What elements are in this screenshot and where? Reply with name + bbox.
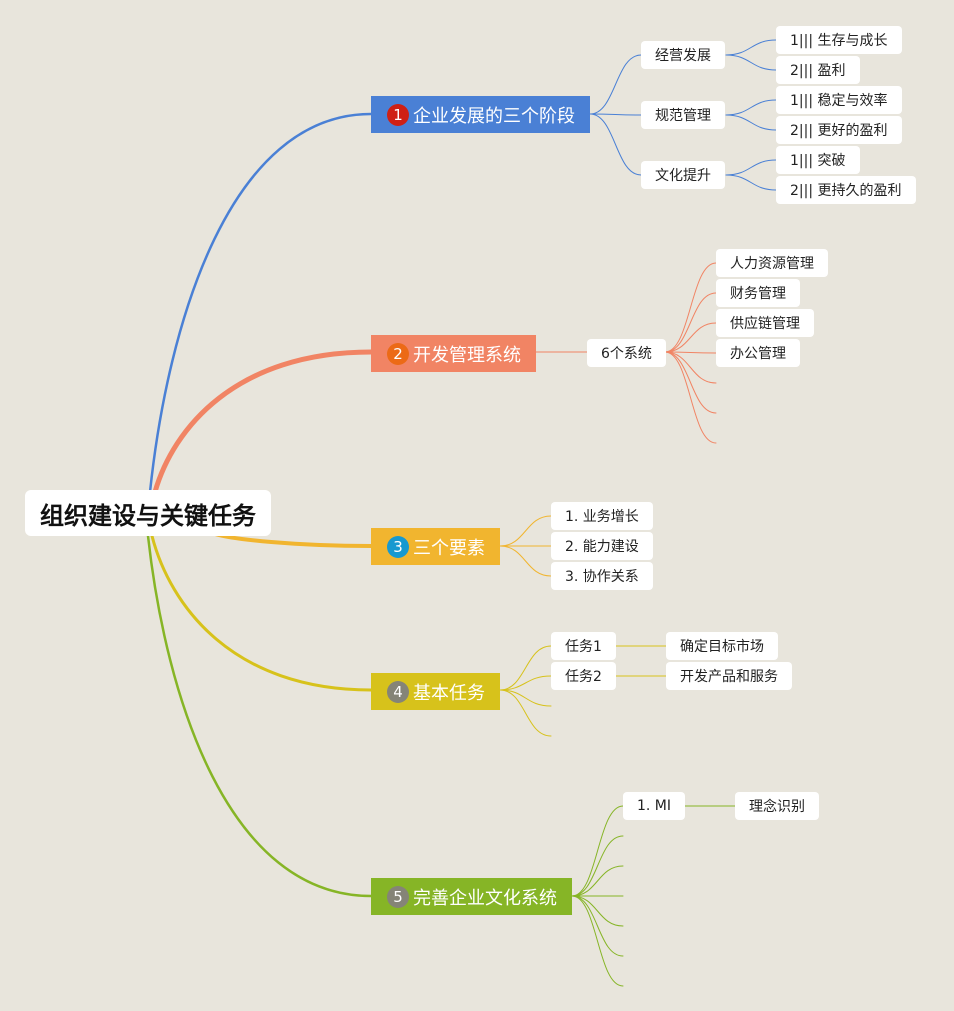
connector-line xyxy=(664,292,717,353)
node-mi[interactable]: 1. MI xyxy=(623,792,686,820)
number-badge-icon: 4 xyxy=(387,680,409,703)
connector-line xyxy=(499,689,552,707)
node-capability-building[interactable]: 2. 能力建设 xyxy=(551,532,653,560)
connector-line xyxy=(664,262,717,353)
root-connector-line xyxy=(148,112,373,494)
branch-corporate-culture[interactable]: 5 完善企业文化系统 xyxy=(371,878,572,915)
branch-basic-tasks[interactable]: 4 基本任务 xyxy=(371,673,500,710)
connector-line xyxy=(725,39,777,56)
node-office-management[interactable]: 办公管理 xyxy=(716,339,800,367)
connector-line xyxy=(725,174,777,191)
number-badge-icon: 3 xyxy=(387,535,409,558)
node-culture-upgrade[interactable]: 文化提升 xyxy=(641,161,725,189)
node-mind-identity[interactable]: 理念识别 xyxy=(735,792,819,820)
root-topic[interactable]: 组织建设与关键任务 xyxy=(25,490,271,536)
node-survival-growth[interactable]: 1||| 生存与成长 xyxy=(776,26,902,54)
connector-line xyxy=(664,322,717,353)
node-breakthrough[interactable]: 1||| 突破 xyxy=(776,146,860,174)
connector-line xyxy=(571,895,624,927)
node-hr-management[interactable]: 人力资源管理 xyxy=(716,249,828,277)
node-business-growth[interactable]: 1. 业务增长 xyxy=(551,502,653,530)
root-connector-line xyxy=(150,534,373,692)
connector-line xyxy=(725,54,777,71)
node-standard-management[interactable]: 规范管理 xyxy=(641,101,725,129)
node-task-2[interactable]: 任务2 xyxy=(551,662,616,690)
connector-line xyxy=(571,865,624,897)
connector-line xyxy=(664,351,717,444)
branch-management-system[interactable]: 2 开发管理系统 xyxy=(371,335,536,372)
connector-line xyxy=(725,159,777,176)
root-connector-line xyxy=(152,349,374,495)
connector-line xyxy=(664,351,717,354)
node-better-profit[interactable]: 2||| 更好的盈利 xyxy=(776,116,902,144)
connector-line xyxy=(589,54,642,115)
branch-label: 开发管理系统 xyxy=(413,344,521,366)
connector-line xyxy=(725,99,777,116)
branch-label: 基本任务 xyxy=(413,682,485,704)
connector-line xyxy=(589,113,642,116)
root-connector-line xyxy=(146,534,373,898)
connector-line xyxy=(725,114,777,131)
connector-line xyxy=(571,835,624,897)
number-badge-icon: 1 xyxy=(387,103,409,126)
connector-line xyxy=(499,645,552,691)
node-lasting-profit[interactable]: 2||| 更持久的盈利 xyxy=(776,176,916,204)
number-badge-icon: 2 xyxy=(387,342,409,365)
node-target-market[interactable]: 确定目标市场 xyxy=(666,632,778,660)
node-collaboration[interactable]: 3. 协作关系 xyxy=(551,562,653,590)
node-six-systems[interactable]: 6个系统 xyxy=(587,339,666,367)
connector-line xyxy=(589,113,642,176)
node-task-1[interactable]: 任务1 xyxy=(551,632,616,660)
node-profit[interactable]: 2||| 盈利 xyxy=(776,56,860,84)
branch-enterprise-stages[interactable]: 1 企业发展的三个阶段 xyxy=(371,96,590,133)
connector-line xyxy=(571,805,624,897)
connector-line xyxy=(499,515,552,547)
connector-line xyxy=(571,895,624,957)
node-business-development[interactable]: 经营发展 xyxy=(641,41,725,69)
connector-line xyxy=(499,689,552,737)
branch-label: 三个要素 xyxy=(413,537,485,559)
connector-line xyxy=(664,351,717,414)
node-products-services[interactable]: 开发产品和服务 xyxy=(666,662,792,690)
connector-line xyxy=(571,895,624,987)
node-supply-chain-management[interactable]: 供应链管理 xyxy=(716,309,814,337)
connector-line xyxy=(499,675,552,691)
connector-line xyxy=(499,545,552,577)
number-badge-icon: 5 xyxy=(387,885,409,908)
branch-three-elements[interactable]: 3 三个要素 xyxy=(371,528,500,565)
node-stability-efficiency[interactable]: 1||| 稳定与效率 xyxy=(776,86,902,114)
branch-label: 企业发展的三个阶段 xyxy=(413,105,575,127)
node-finance-management[interactable]: 财务管理 xyxy=(716,279,800,307)
branch-label: 完善企业文化系统 xyxy=(413,887,557,909)
connector-line xyxy=(664,351,717,384)
